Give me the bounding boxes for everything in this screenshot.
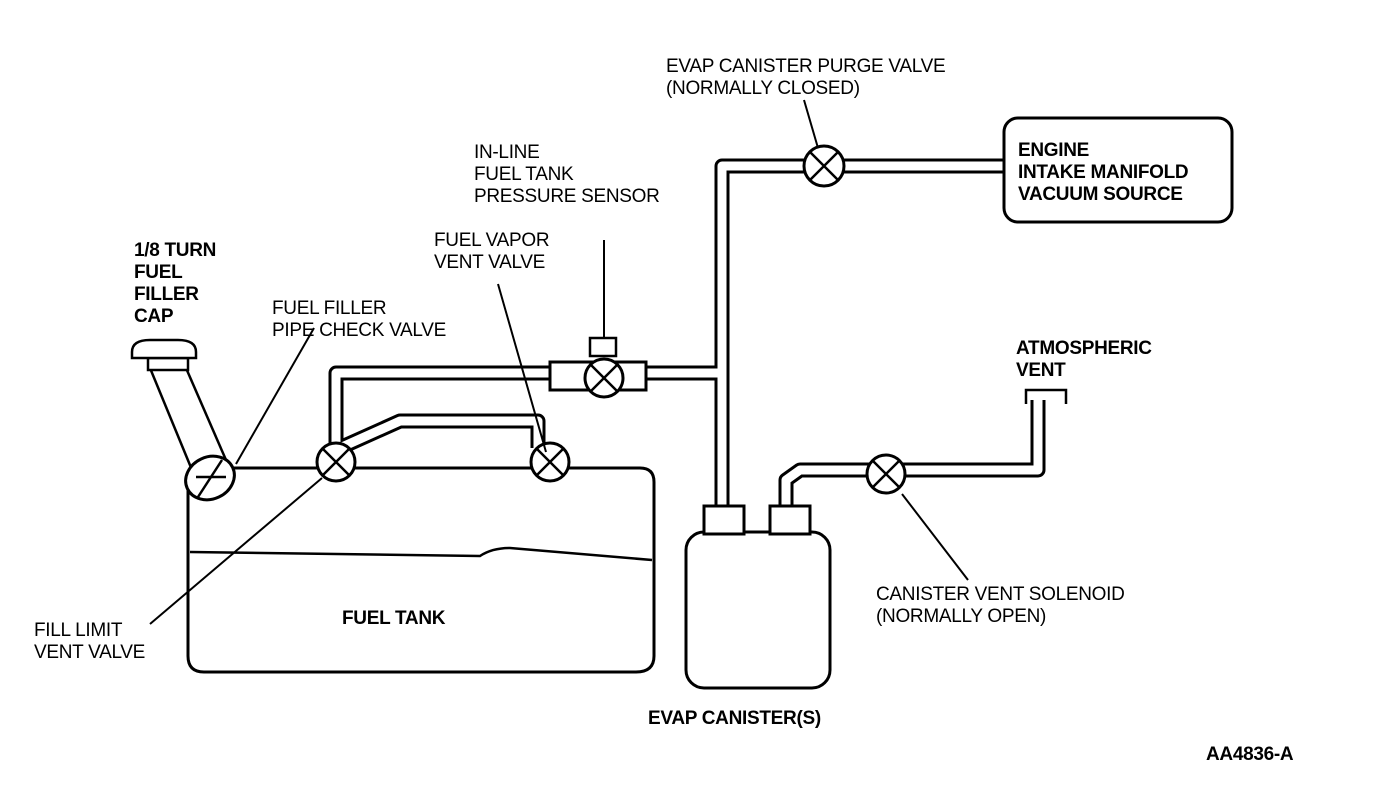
- pressure-sensor-label-line1: IN-LINE: [474, 142, 540, 163]
- pressure-sensor-label-line3: PRESSURE SENSOR: [474, 186, 660, 207]
- engine-label-line2: INTAKE MANIFOLD: [1018, 162, 1189, 183]
- vent-solenoid-label: CANISTER VENT SOLENOID (NORMALLY OPEN): [876, 584, 1125, 628]
- filler-cap-label-line2: FUEL: [134, 262, 183, 283]
- filler-cap-label-line4: CAP: [134, 306, 174, 327]
- engine-label: ENGINE INTAKE MANIFOLD VACUUM SOURCE: [1018, 140, 1189, 206]
- vent-solenoid-label-line2: (NORMALLY OPEN): [876, 606, 1047, 627]
- vent-solenoid-label-line1: CANISTER VENT SOLENOID: [876, 584, 1125, 605]
- filler-neck: [146, 356, 228, 471]
- pressure-sensor-assembly: [548, 336, 648, 399]
- fill-limit-label-line2: VENT VALVE: [34, 642, 146, 663]
- check-valve-label: FUEL FILLER PIPE CHECK VALVE: [272, 298, 446, 342]
- fill-limit-label-line1: FILL LIMIT: [34, 620, 123, 641]
- evap-canister-label: EVAP CANISTER(S): [648, 708, 821, 730]
- fuel-tank-label: FUEL TANK: [342, 608, 446, 630]
- fuel-tank: [186, 466, 656, 674]
- filler-cap-label: 1/8 TURN FUEL FILLER CAP: [134, 240, 216, 328]
- purge-valve-label-line2: (NORMALLY CLOSED): [666, 78, 860, 99]
- engine-label-line1: ENGINE: [1018, 140, 1090, 161]
- atmospheric-vent-label-line2: VENT: [1016, 360, 1066, 381]
- check-valve-label-line2: PIPE CHECK VALVE: [272, 320, 447, 341]
- purge-valve-label-line1: EVAP CANISTER PURGE VALVE: [666, 56, 946, 77]
- figure-id-text: AA4836-A: [1206, 744, 1294, 765]
- evap-canister-label-text: EVAP CANISTER(S): [648, 708, 821, 729]
- leader-lines: [149, 99, 969, 625]
- filler-cap-label-line1: 1/8 TURN: [134, 240, 217, 261]
- vapor-vent-valve-label: FUEL VAPOR VENT VALVE: [434, 230, 550, 274]
- fuel-vapor-vent-valve: [529, 441, 571, 483]
- engine-manifold-box: [1002, 116, 1234, 224]
- hose-lines: [328, 158, 1046, 510]
- filler-cap-label-line3: FILLER: [134, 284, 199, 305]
- figure-id-label: AA4836-A: [1206, 744, 1294, 766]
- fuel-tank-label-text: FUEL TANK: [342, 608, 446, 629]
- fill-limit-label: FILL LIMIT VENT VALVE: [34, 620, 145, 664]
- fuel-filler-cap: [130, 338, 198, 360]
- vapor-vent-valve-label-line1: FUEL VAPOR: [434, 230, 550, 251]
- atmospheric-vent-cap: [1024, 388, 1068, 404]
- fill-limit-vent-valve: [315, 441, 357, 483]
- check-valve-label-line1: FUEL FILLER: [272, 298, 387, 319]
- filler-pipe-check-valve: [184, 454, 236, 502]
- purge-valve: [802, 144, 846, 188]
- evap-canister: [684, 504, 832, 690]
- canister-vent-solenoid: [865, 453, 907, 495]
- vapor-vent-valve-label-line2: VENT VALVE: [434, 252, 546, 273]
- atmospheric-vent-label: ATMOSPHERIC VENT: [1016, 338, 1152, 382]
- atmospheric-vent-label-line1: ATMOSPHERIC: [1016, 338, 1152, 359]
- pressure-sensor-label-line2: FUEL TANK: [474, 164, 574, 185]
- purge-valve-label: EVAP CANISTER PURGE VALVE (NORMALLY CLOS…: [666, 56, 946, 100]
- pressure-sensor-label: IN-LINE FUEL TANK PRESSURE SENSOR: [474, 142, 660, 208]
- engine-label-line3: VACUUM SOURCE: [1018, 184, 1183, 205]
